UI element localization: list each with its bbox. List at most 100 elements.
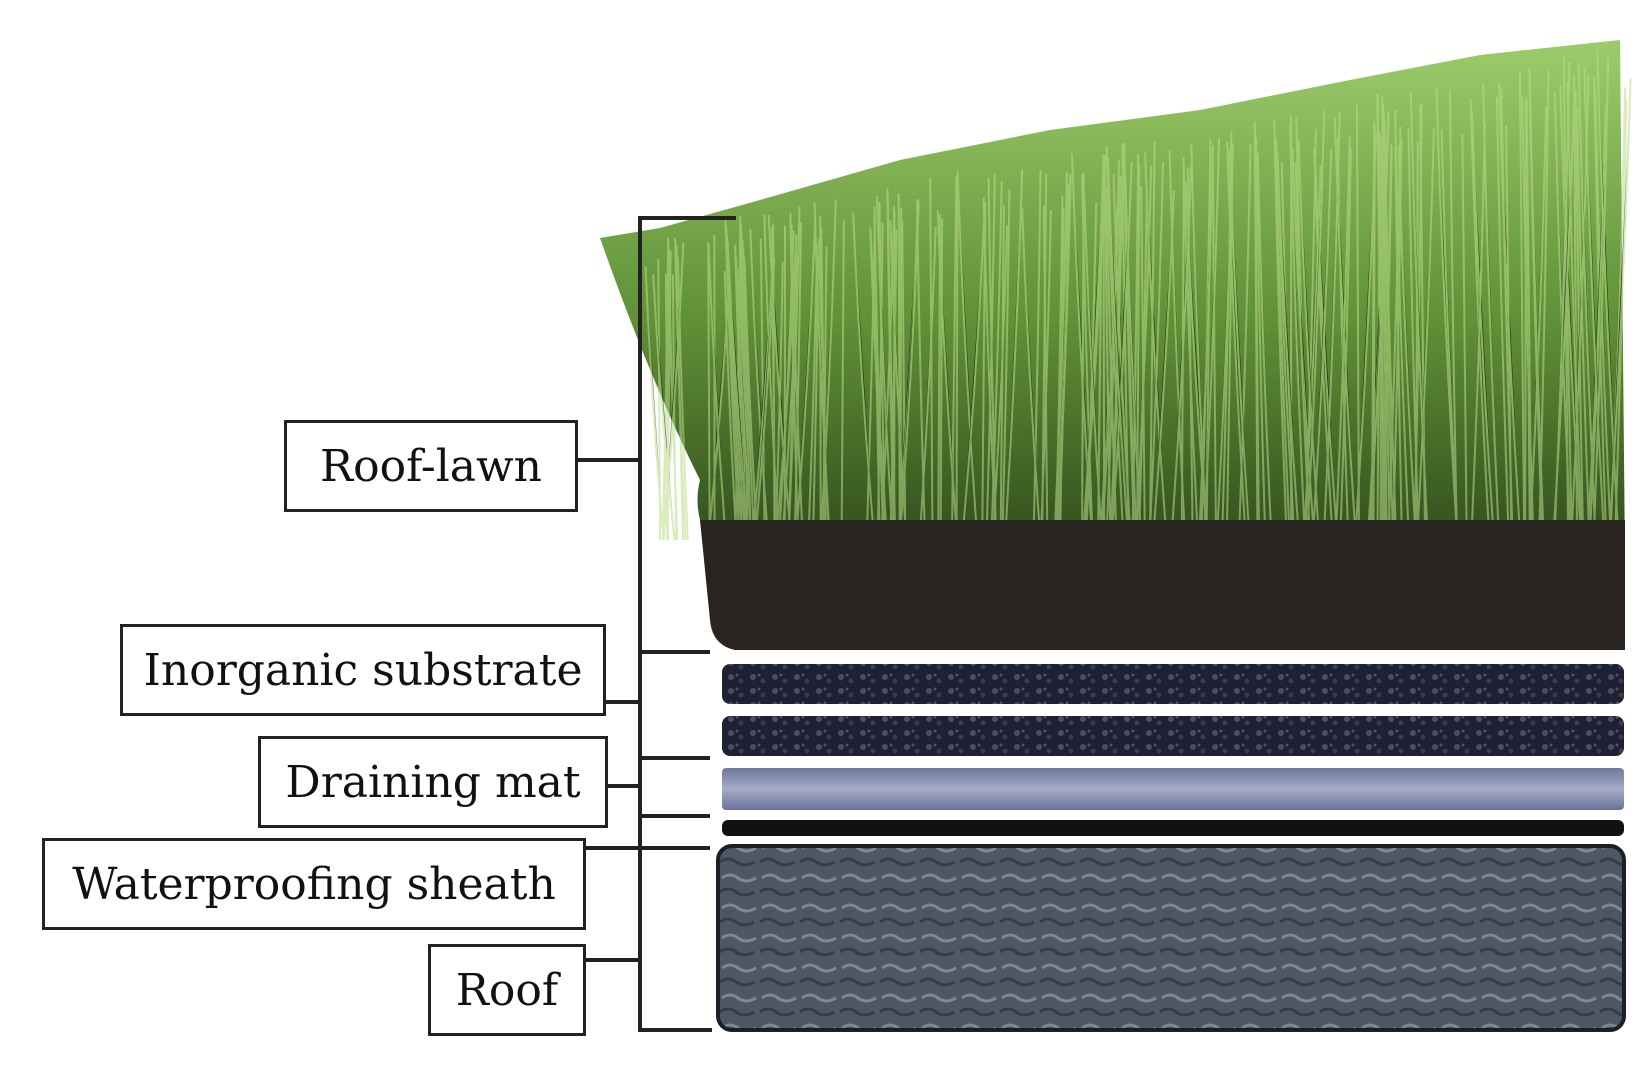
grass-blade (1106, 157, 1130, 541)
grass-blade (1322, 111, 1341, 541)
grass-blade (1083, 197, 1103, 541)
grass-blade (674, 237, 687, 541)
grass-blade (1334, 135, 1351, 541)
grass-blade (1148, 141, 1156, 541)
grass-blade (1592, 57, 1610, 541)
grass-blade (749, 229, 770, 541)
grass-blade (956, 171, 979, 541)
grass-blade (1305, 110, 1326, 541)
grass-blade (771, 226, 777, 541)
grass-blade (763, 214, 780, 541)
grass-blade (840, 220, 845, 541)
grass-blade (1524, 98, 1527, 541)
grass-blade (1311, 149, 1333, 541)
grass-blade (1559, 85, 1583, 541)
grass-blade (1470, 110, 1495, 541)
grass-blade (937, 214, 942, 541)
grass-blade (1121, 144, 1130, 541)
grass-blade (1528, 106, 1548, 541)
grass-blade (1148, 161, 1164, 541)
grass-blade (1274, 141, 1291, 541)
grass-blade (1254, 131, 1259, 541)
grass-blade (1042, 205, 1049, 541)
grass-blade (1140, 185, 1146, 541)
bracket-lines (576, 216, 736, 1032)
inorganic-substrate-label: Inorganic substrate (120, 624, 606, 716)
grass-blade (1339, 147, 1352, 541)
grass-blade (1289, 124, 1306, 541)
grass-blade (950, 176, 958, 541)
grass-blade (794, 226, 816, 541)
grass-blade (1538, 69, 1550, 541)
grass-blade (1237, 144, 1252, 541)
grass-blade (1124, 176, 1143, 541)
grass-blade (1583, 66, 1606, 541)
grass-blade (1256, 153, 1273, 541)
grass-blade (961, 222, 985, 541)
roof-label: Roof (428, 944, 586, 1036)
substrate-band-1 (722, 664, 1624, 704)
grass-blade (1004, 169, 1024, 541)
grass-blade (876, 195, 894, 541)
grass-blade (1470, 124, 1486, 541)
draining-mat-layer (722, 768, 1624, 810)
grass-blade (707, 277, 731, 541)
grass-blade (1104, 170, 1112, 541)
grass-blade (1461, 133, 1468, 541)
grass-blade (1500, 88, 1514, 541)
grass-blade (644, 266, 665, 541)
grass-blade (1056, 177, 1072, 541)
grass-blade (1469, 98, 1491, 541)
grass-blade (1608, 78, 1632, 541)
grass-blade (707, 242, 727, 541)
grass-blade (1576, 106, 1591, 541)
grass-blade (1021, 208, 1042, 541)
grass-blade (676, 256, 689, 541)
grass-blade (886, 192, 897, 541)
grass-blade (939, 218, 944, 541)
grass-blade (929, 178, 934, 541)
grass-blade (982, 197, 997, 541)
grass-blade (743, 263, 759, 541)
grass-blade (661, 241, 670, 541)
grass-blade (793, 222, 802, 541)
grass-blade (1215, 144, 1234, 541)
draining-mat-label: Draining mat (258, 736, 608, 828)
grass-blade (1566, 81, 1584, 541)
grass-blade (813, 201, 831, 541)
grass-blade (1518, 72, 1526, 541)
grass-blade (1190, 143, 1208, 541)
grass-layer (600, 40, 1632, 560)
grass-blade (1596, 48, 1620, 541)
waterproofing-sheath-layer (722, 820, 1624, 836)
substrate-band-2 (722, 716, 1624, 756)
grass-blade (1577, 62, 1597, 541)
grass-blade (1081, 172, 1085, 541)
grass-blade (1372, 126, 1376, 541)
grass-blade (1054, 195, 1064, 541)
grass-blade (852, 212, 876, 541)
grass-blade (1276, 150, 1301, 541)
waterproofing-sheath-label: Waterproofing sheath (42, 838, 586, 930)
grass-blade (901, 220, 907, 541)
grass-blade (1144, 152, 1168, 541)
grass-blade (1495, 96, 1510, 541)
grass-blade (1314, 159, 1339, 541)
grass-blade (1355, 103, 1360, 541)
grass-blade (666, 253, 671, 541)
grass-blade (1294, 162, 1311, 541)
soil-layer (700, 520, 1625, 650)
grass-blade (897, 193, 901, 541)
grass-blade (1105, 186, 1118, 541)
grass-blade (787, 254, 797, 541)
grass-blade (1255, 137, 1267, 541)
roof-slab-layer (716, 844, 1626, 1032)
grass-blade (1180, 171, 1185, 541)
grass-blade (1202, 137, 1221, 541)
grass-blade (987, 177, 998, 541)
grass-blade (1409, 92, 1429, 541)
grass-blade (955, 188, 959, 541)
grass-blade (1151, 190, 1175, 541)
grass-blade (735, 256, 753, 541)
grass-blade (1001, 189, 1011, 541)
